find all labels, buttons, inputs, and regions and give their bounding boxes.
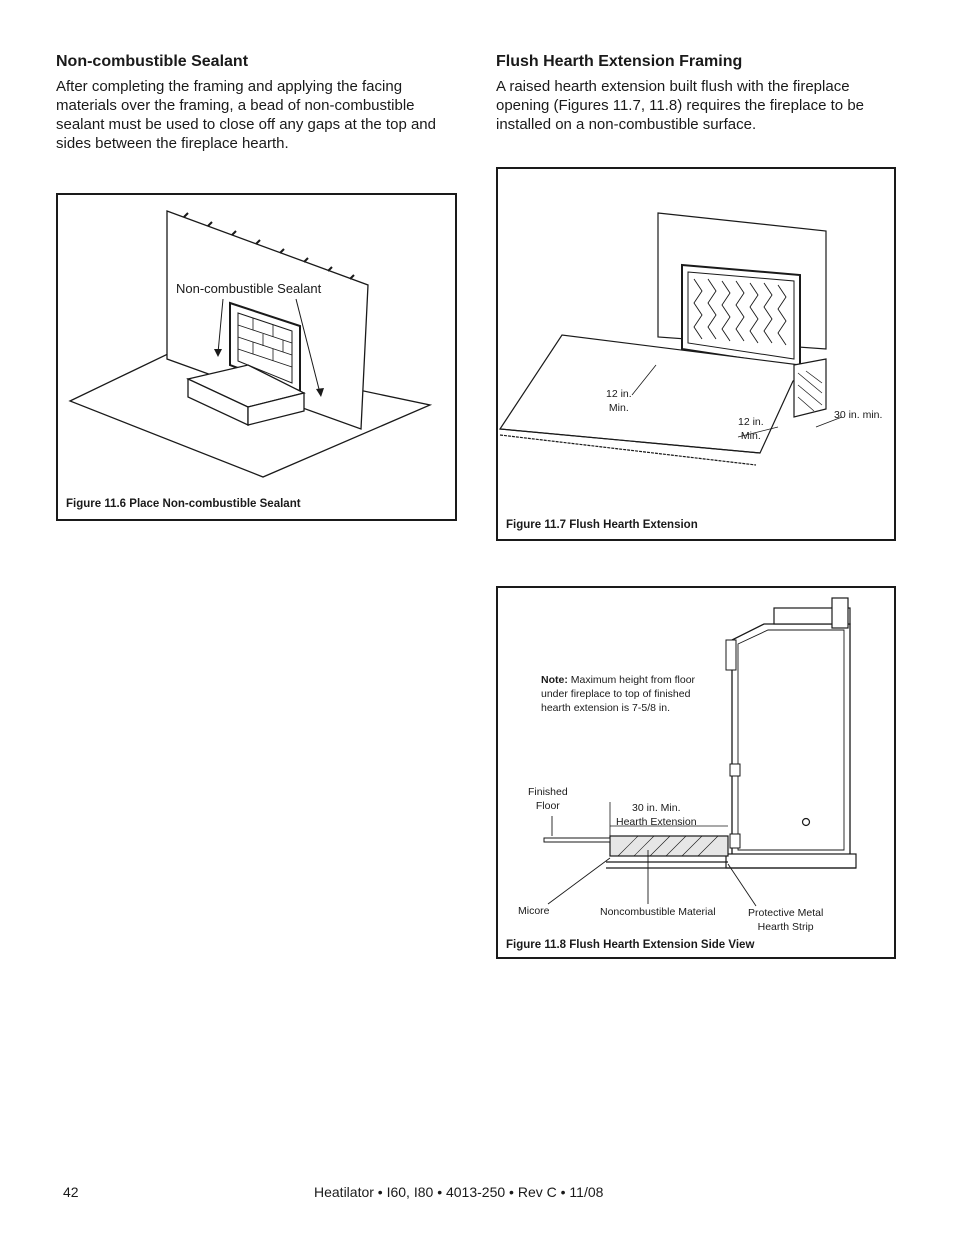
sealant-callout-label: Non-combustible Sealant (176, 281, 322, 296)
metal-hearth-strip-label: Protective Metal Hearth Strip (748, 907, 824, 933)
figure-11-8-caption: Figure 11.8 Flush Hearth Extension Side … (506, 939, 755, 951)
dimension-label-depth: 30 in. min. (834, 409, 883, 421)
height-note: Note: Maximum height from floor under fi… (541, 673, 719, 715)
section-heading-flush-hearth: Flush Hearth Extension Framing (496, 53, 743, 70)
section-heading-sealant: Non-combustible Sealant (56, 53, 249, 70)
page-number: 42 (63, 1184, 79, 1200)
finished-floor-label: Finished Floor (528, 786, 568, 812)
note-label: Note: (541, 674, 568, 686)
dimension-label-front: 12 in. Min. (606, 388, 632, 414)
sealant-paragraph: After completing the framing and applyin… (56, 78, 436, 152)
figure-11-7: 12 in. Min. 12 in. Min. 30 in. min. Figu… (496, 167, 896, 541)
figure-11-8: Note: Maximum height from floor under fi… (496, 586, 896, 959)
micore-label: Micore (518, 905, 550, 917)
figure-11-6: Non-combustible Sealant Figure 11.6 Plac… (56, 193, 457, 521)
note-text: Maximum height from floor under fireplac… (541, 674, 696, 714)
flush-hearth-paragraph: A raised hearth extension built flush wi… (496, 78, 864, 133)
flush-hearth-illustration (498, 212, 843, 466)
hearth-extension-label: 30 in. Min. Hearth Extension (616, 802, 697, 828)
sealant-illustration (68, 210, 433, 478)
figure-11-7-caption: Figure 11.7 Flush Hearth Extension (506, 519, 698, 531)
dimension-label-side: 12 in. Min. (738, 416, 764, 442)
noncombustible-material-label: Noncombustible Material (600, 906, 716, 918)
document-info: Heatilator • I60, I80 • 4013-250 • Rev C… (314, 1184, 604, 1200)
side-view-illustration (543, 597, 857, 907)
figure-11-6-caption: Figure 11.6 Place Non-combustible Sealan… (66, 498, 301, 510)
